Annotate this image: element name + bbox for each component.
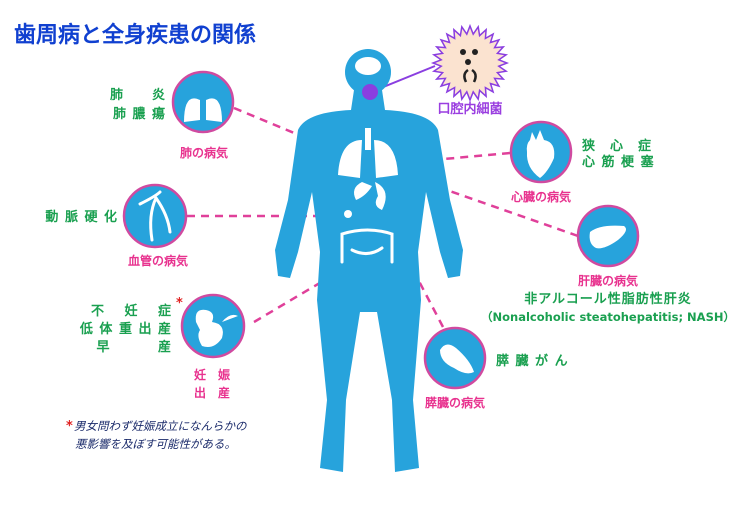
- vessel-category-label: 血管の病気: [128, 253, 188, 268]
- liver-category-label: 肝臓の病気: [578, 273, 638, 288]
- trachea-icon: [365, 128, 371, 150]
- body-stomach-icon: [375, 182, 386, 210]
- disease-low-birth-weight: 低 体 重 出 産: [79, 321, 172, 337]
- pancreas-disease-node: 膵 臓 が ん 膵臓の病気: [423, 326, 569, 410]
- disease-nash-ja: 非アルコール性脂肪性肝炎: [524, 291, 692, 307]
- line-liver: [403, 173, 579, 238]
- oral-bacteria-label: 口腔内細菌: [437, 101, 502, 117]
- pancreas-category-label: 膵臓の病気: [425, 395, 485, 410]
- vessel-disease-node: 動 脈 硬 化 血管の病気: [45, 183, 188, 268]
- body-gallbladder-icon: [344, 210, 352, 218]
- disease-nash-en: （Nonalcoholic steatohepatitis; NASH）: [481, 310, 735, 324]
- body-intestine-icon: [340, 228, 394, 264]
- disease-infertility: 不 妊 症: [91, 303, 172, 319]
- pregnancy-category-label-2: 出 産: [194, 385, 230, 400]
- heart-icon: [526, 130, 555, 178]
- blood-vessel-icon: [138, 190, 172, 242]
- oral-bacteria-node: 口腔内細菌: [430, 23, 510, 117]
- pregnancy-node: 不 妊 症 * 低 体 重 出 産 早 産 妊 娠 出 産: [79, 293, 246, 400]
- line-lung: [233, 106, 341, 154]
- pregnancy-category-label-1: 妊 娠: [194, 367, 231, 382]
- footnote: * 男女問わず妊娠成立になんらかの 悪影響を及ぼす可能性がある。: [66, 419, 248, 451]
- footnote-line-2: 悪影響を及ぼす可能性がある。: [75, 437, 236, 451]
- footnote-line-1: 男女問わず妊娠成立になんらかの: [74, 419, 248, 433]
- human-body-silhouette: [275, 49, 463, 472]
- page-title: 歯周病と全身疾患の関係: [14, 22, 256, 48]
- disease-arteriosclerosis: 動 脈 硬 化: [45, 209, 118, 225]
- asterisk-mark: *: [176, 296, 183, 311]
- disease-pancreatic-cancer: 膵 臓 が ん: [496, 353, 569, 369]
- disease-myocardial-infarction: 心 筋 梗 塞: [582, 154, 655, 170]
- body-liver-icon: [354, 182, 372, 200]
- footnote-asterisk: *: [66, 419, 73, 434]
- disease-lung-abscess: 肺 膿 瘍: [113, 106, 166, 122]
- lung-disease-node: 肺 炎 肺 膿 瘍 肺の病気: [110, 70, 235, 160]
- mouth-icon: [362, 84, 378, 100]
- liver-icon: [589, 225, 626, 249]
- heart-category-label: 心臓の病気: [511, 189, 571, 204]
- pancreas-icon: [440, 344, 474, 374]
- body-lungs-icon: [338, 140, 398, 178]
- brain-icon: [355, 57, 381, 75]
- bacteria-icon: [460, 49, 478, 83]
- lungs-icon: [184, 84, 222, 122]
- disease-premature-birth: 早 産: [96, 339, 172, 355]
- lung-category-label: 肺の病気: [180, 145, 228, 160]
- heart-disease-node: 狭 心 症 心 筋 梗 塞 心臓の病気: [509, 120, 655, 204]
- disease-pneumonia: 肺 炎: [110, 87, 166, 103]
- liver-disease-node: 肝臓の病気 非アルコール性脂肪性肝炎 （Nonalcoholic steatoh…: [481, 204, 735, 324]
- fetus-icon: [195, 309, 238, 347]
- disease-angina: 狭 心 症: [581, 138, 652, 154]
